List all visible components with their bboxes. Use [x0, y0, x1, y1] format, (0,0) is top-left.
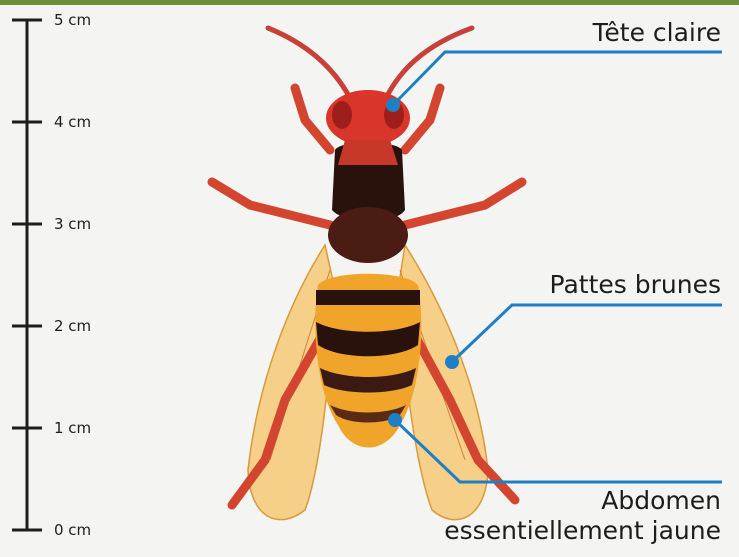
- abdomen-callout-line1: Abdomen: [444, 486, 721, 516]
- head-marker-dot: [386, 98, 400, 112]
- abdomen-marker-dot: [388, 413, 402, 427]
- abdomen-callout-line2: essentiellement jaune: [444, 516, 721, 546]
- leg-marker-dot: [445, 355, 459, 369]
- abdomen: [315, 274, 421, 448]
- scale-label-5cm: 5 cm: [54, 13, 91, 28]
- scale-label-2cm: 2 cm: [54, 319, 91, 334]
- abdomen-callout: Abdomen essentiellement jaune: [444, 486, 721, 546]
- thorax: [328, 140, 408, 263]
- head-callout: Tête claire: [593, 18, 721, 48]
- scale-bar: [12, 20, 42, 530]
- scale-label-3cm: 3 cm: [54, 217, 91, 232]
- scale-label-1cm: 1 cm: [54, 421, 91, 436]
- scale-label-0cm: 0 cm: [54, 523, 91, 538]
- scale-label-4cm: 4 cm: [54, 115, 91, 130]
- legs-callout: Pattes brunes: [550, 270, 721, 300]
